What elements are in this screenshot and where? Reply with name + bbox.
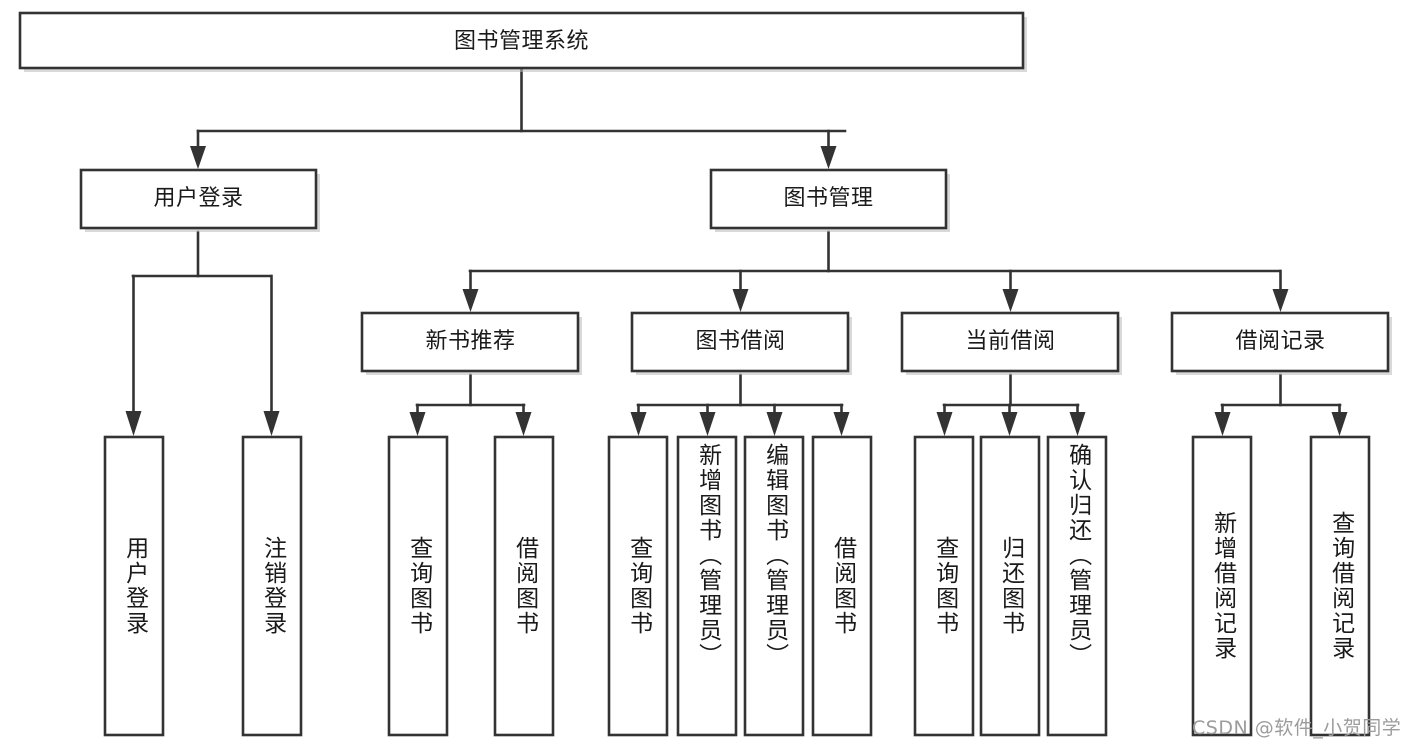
leaf-query-book-1-label: 查询图书: [405, 536, 432, 636]
leaf-edit-book-label: 编辑图书（管理员）: [761, 443, 788, 668]
leaf-confirm-return[interactable]: 确认归还（管理员）: [1048, 437, 1106, 735]
borrow-record-rect[interactable]: [1170, 311, 1390, 373]
node-new-book-recommend[interactable]: 新书推荐: [360, 311, 582, 375]
node-user-login[interactable]: 用户登录: [79, 168, 320, 232]
current-borrow-rect[interactable]: [900, 311, 1120, 373]
leaf-add-record-label: 新增借阅记录: [1209, 511, 1236, 661]
node-current-borrow[interactable]: 当前借阅: [900, 311, 1122, 375]
book-manage-label: 图书管理: [783, 186, 873, 211]
leaf-query-record-label: 查询借阅记录: [1327, 511, 1354, 661]
arrow-to-leaf-query-record: [1331, 412, 1348, 436]
node-book-borrow[interactable]: 图书借阅: [630, 311, 852, 375]
leaf-rect-user-login[interactable]: [103, 435, 165, 737]
arrow-to-leaf-user-login: [125, 411, 142, 436]
arrow-to-leaf-borrow-book-1: [515, 412, 532, 436]
leaf-query-book-3[interactable]: 查询图书: [915, 437, 973, 735]
leaf-query-book-2[interactable]: 查询图书: [609, 437, 667, 735]
leaf-confirm-return-label: 确认归还（管理员）: [1064, 443, 1091, 668]
root-rect[interactable]: [18, 11, 1025, 70]
leaf-borrow-book-2[interactable]: 借阅图书: [813, 437, 871, 735]
leaf-rect-group: [103, 435, 1371, 737]
arrow-to-leaf-add-record: [1214, 412, 1231, 436]
arrow-to-leaf-confirm-return: [1069, 412, 1086, 436]
leaf-rect-borrow-book-2[interactable]: [811, 435, 873, 737]
arrow-to-leaf-return-book: [1001, 412, 1018, 436]
leaf-borrow-book-1[interactable]: 借阅图书: [495, 437, 553, 735]
node-borrow-record[interactable]: 借阅记录: [1170, 311, 1392, 375]
leaf-rect-query-book-2[interactable]: [607, 435, 669, 737]
leaf-rect-return-book[interactable]: [979, 435, 1041, 737]
arrow-to-book-borrow: [732, 289, 749, 312]
arrow-to-leaf-query-book-1: [409, 412, 426, 436]
book-borrow-rect[interactable]: [630, 311, 850, 373]
current-borrow-label: 当前借阅: [965, 329, 1055, 354]
arrow-to-leaf-logout-login: [263, 411, 280, 436]
leaf-add-book[interactable]: 新增图书（管理员）: [678, 437, 736, 735]
leaf-add-record[interactable]: 新增借阅记录: [1193, 437, 1251, 735]
node-root[interactable]: 图书管理系统: [18, 11, 1027, 72]
arrow-to-borrow-record: [1272, 289, 1289, 312]
leaf-rect-borrow-book-1[interactable]: [493, 435, 555, 737]
csdn-watermark: CSDN @软件_小贺同学: [1192, 717, 1402, 739]
leaf-query-record[interactable]: 查询借阅记录: [1311, 437, 1369, 735]
borrow-record-label: 借阅记录: [1235, 329, 1325, 354]
leaf-logout-login[interactable]: 注销登录: [243, 437, 301, 735]
leaf-logout-login-label: 注销登录: [259, 536, 286, 636]
root-label: 图书管理系统: [454, 29, 589, 54]
leaf-rect-query-book-3[interactable]: [913, 435, 975, 737]
arrow-to-leaf-add-book: [699, 412, 716, 436]
leaf-return-book-label: 归还图书: [997, 536, 1024, 636]
leaf-query-book-2-label: 查询图书: [625, 536, 652, 636]
leaf-add-book-label: 新增图书（管理员）: [694, 443, 721, 668]
user-login-rect[interactable]: [79, 168, 318, 230]
arrow-to-leaf-query-book-2: [630, 412, 647, 436]
arrow-to-leaf-query-book-3: [936, 412, 953, 436]
leaf-rect-add-record[interactable]: [1191, 435, 1253, 737]
leaf-rect-add-book[interactable]: [676, 435, 738, 737]
node-book-manage[interactable]: 图书管理: [709, 168, 950, 232]
new-book-recommend-rect[interactable]: [360, 311, 580, 373]
arrow-to-user-login: [190, 146, 206, 169]
user-login-label: 用户登录: [153, 186, 243, 211]
leaf-rect-confirm-return[interactable]: [1046, 435, 1108, 737]
leaf-user-login-label: 用户登录: [121, 536, 148, 636]
leaf-rect-query-book-1[interactable]: [387, 435, 449, 737]
book-manage-rect[interactable]: [709, 168, 948, 230]
arrow-to-new-book-recommend: [462, 289, 479, 312]
leaf-query-book-3-label: 查询图书: [931, 536, 958, 636]
arrow-to-current-borrow: [1002, 289, 1019, 312]
leaf-rect-query-record[interactable]: [1309, 435, 1371, 737]
leaf-borrow-book-2-label: 借阅图书: [829, 536, 856, 636]
leaf-borrow-book-1-label: 借阅图书: [511, 536, 538, 636]
arrow-to-leaf-borrow-book-2: [833, 412, 850, 436]
leaf-edit-book[interactable]: 编辑图书（管理员）: [745, 437, 803, 735]
arrow-to-book-manage: [820, 146, 837, 169]
leaf-query-book-1[interactable]: 查询图书: [389, 437, 447, 735]
leaf-rect-logout-login[interactable]: [241, 435, 303, 737]
leaf-rect-edit-book[interactable]: [743, 435, 805, 737]
leaf-return-book[interactable]: 归还图书: [981, 437, 1039, 735]
new-book-recommend-label: 新书推荐: [425, 329, 515, 354]
book-borrow-label: 图书借阅: [695, 329, 785, 354]
leaf-user-login[interactable]: 用户登录: [105, 437, 163, 735]
arrow-to-leaf-edit-book: [766, 412, 783, 436]
connector-group: [125, 66, 1348, 436]
